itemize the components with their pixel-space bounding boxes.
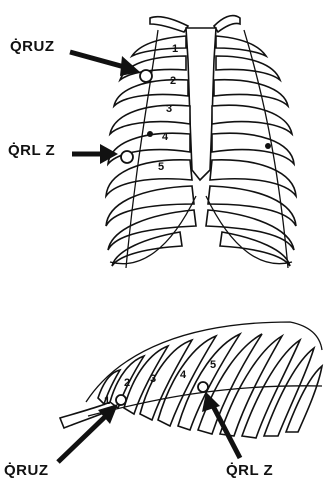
front-rlz-site [121,151,133,163]
front-ruz-site [140,70,152,82]
side-rib-number-1: 1 [104,395,110,407]
front-ruz-label: Q̇RUZ [10,38,55,55]
side-rib-number-3: 3 [150,373,156,385]
side-rlz-label: Q̇RL Z [226,462,273,479]
side-rib-number-4: 4 [180,369,187,381]
front-right-ribs [206,36,296,266]
side-rib-number-5: 5 [210,359,216,371]
side-rlz-site [198,382,208,392]
right-clavicle [214,16,240,32]
front-rib-number-3: 3 [166,103,172,115]
side-ruz-site [116,395,126,405]
front-ruz-arrow [70,52,140,76]
front-ribcage-view: 1 2 3 4 5 [70,16,296,268]
front-rib-number-1: 1 [172,43,178,55]
side-ribcage-view: 1 2 3 4 5 [58,322,322,462]
side-rib-number-2: 2 [124,377,130,389]
front-rib-number-5: 5 [158,161,164,173]
front-small-marker-left [147,131,153,137]
front-rib-number-4: 4 [162,131,169,143]
left-clavicle [150,17,188,32]
sternum [186,28,216,180]
front-rlz-label: Q̇RL Z [8,142,55,159]
front-left-ribs [106,36,196,266]
side-ruz-label: Q̇RUZ [4,462,49,479]
front-rib-number-2: 2 [170,75,176,87]
front-small-marker-right [265,143,271,149]
